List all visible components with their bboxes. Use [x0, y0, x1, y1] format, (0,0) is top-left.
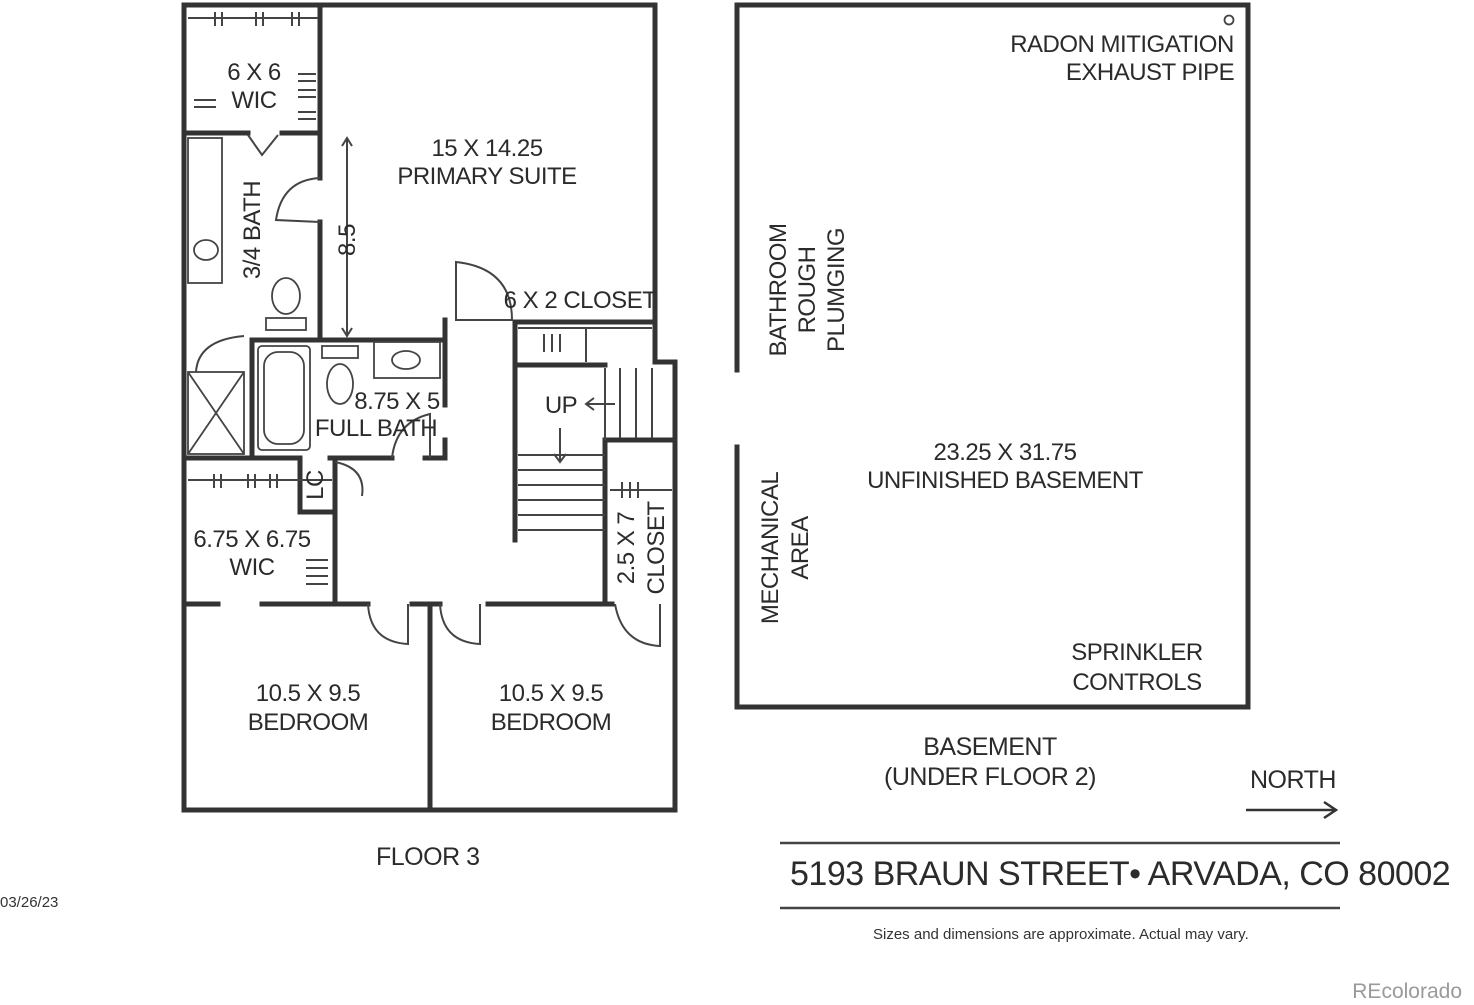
watermark-logo: REcolorado	[1352, 980, 1462, 1003]
floor3-fixtures	[187, 12, 672, 648]
closet-2-5x7-dim: 2.5 X 7	[613, 512, 640, 585]
radon-label-line1: RADON MITIGATION	[1010, 31, 1234, 58]
closet-6x2-label: 6 X 2 CLOSET	[504, 287, 658, 314]
sprinkler-label-line1: SPRINKLER	[1071, 639, 1203, 666]
dimension-8-5-label: 8.5	[334, 224, 361, 256]
closet-2-5x7-name: CLOSET	[643, 501, 670, 595]
primary-suite-dim: 15 X 14.25	[431, 135, 542, 162]
north-arrow-icon	[1246, 800, 1339, 820]
linen-closet-label: LC	[302, 470, 329, 500]
bedroom-left-dim: 10.5 X 9.5	[256, 680, 361, 707]
mechanical-label-line2: AREA	[787, 516, 814, 580]
floor3-labels: 6 X 6 WIC 15 X 14.25 PRIMARY SUITE 3/4 B…	[193, 59, 670, 736]
plumbing-label-line1: BATHROOM	[765, 224, 792, 357]
basement-title-line1: BASEMENT	[923, 733, 1057, 761]
basement-main-dim: 23.25 X 31.75	[934, 439, 1077, 466]
wic-large-name: WIC	[229, 554, 274, 581]
wic-large-dim: 6.75 X 6.75	[193, 526, 310, 553]
wic-small-name: WIC	[231, 87, 276, 114]
stair-treads	[518, 368, 653, 531]
north-label: NORTH	[1250, 766, 1336, 794]
plan-date: 03/26/23	[0, 894, 59, 911]
primary-suite-name: PRIMARY SUITE	[397, 163, 576, 190]
basement-title: BASEMENT (UNDER FLOOR 2)	[880, 732, 1100, 792]
three-quarter-bath-label: 3/4 BATH	[239, 181, 266, 279]
plumbing-label-line2: ROUGH	[794, 247, 821, 334]
disclaimer-text: Sizes and dimensions are approximate. Ac…	[873, 926, 1249, 943]
full-bath-dim: 8.75 X 5	[354, 388, 440, 415]
property-address: 5193 BRAUN STREET• ARVADA, CO 80002	[790, 855, 1451, 893]
mechanical-label-line1: MECHANICAL	[757, 472, 784, 625]
radon-label-line2: EXHAUST PIPE	[1066, 59, 1234, 86]
full-bath-name: FULL BATH	[315, 415, 437, 442]
floor3-walls	[181, 2, 678, 813]
bedroom-right-name: BEDROOM	[491, 709, 612, 736]
sprinkler-label-line2: CONTROLS	[1072, 669, 1201, 696]
wic-small-dim: 6 X 6	[227, 59, 281, 86]
bedroom-left-name: BEDROOM	[248, 709, 369, 736]
basement-title-line2: (UNDER FLOOR 2)	[884, 763, 1096, 791]
basement-walls	[734, 2, 1251, 710]
stairs-up-label: UP	[545, 392, 577, 419]
closet-hash-marks	[194, 12, 639, 585]
basement-labels: RADON MITIGATION EXHAUST PIPE BATHROOM R…	[757, 31, 1235, 696]
basement-main-name: UNFINISHED BASEMENT	[867, 467, 1144, 494]
floor3-title: FLOOR 3	[376, 843, 480, 871]
radon-pipe-icon	[1223, 14, 1235, 26]
bedroom-right-dim: 10.5 X 9.5	[499, 680, 604, 707]
plumbing-label-line3: PLUMGING	[823, 228, 850, 352]
